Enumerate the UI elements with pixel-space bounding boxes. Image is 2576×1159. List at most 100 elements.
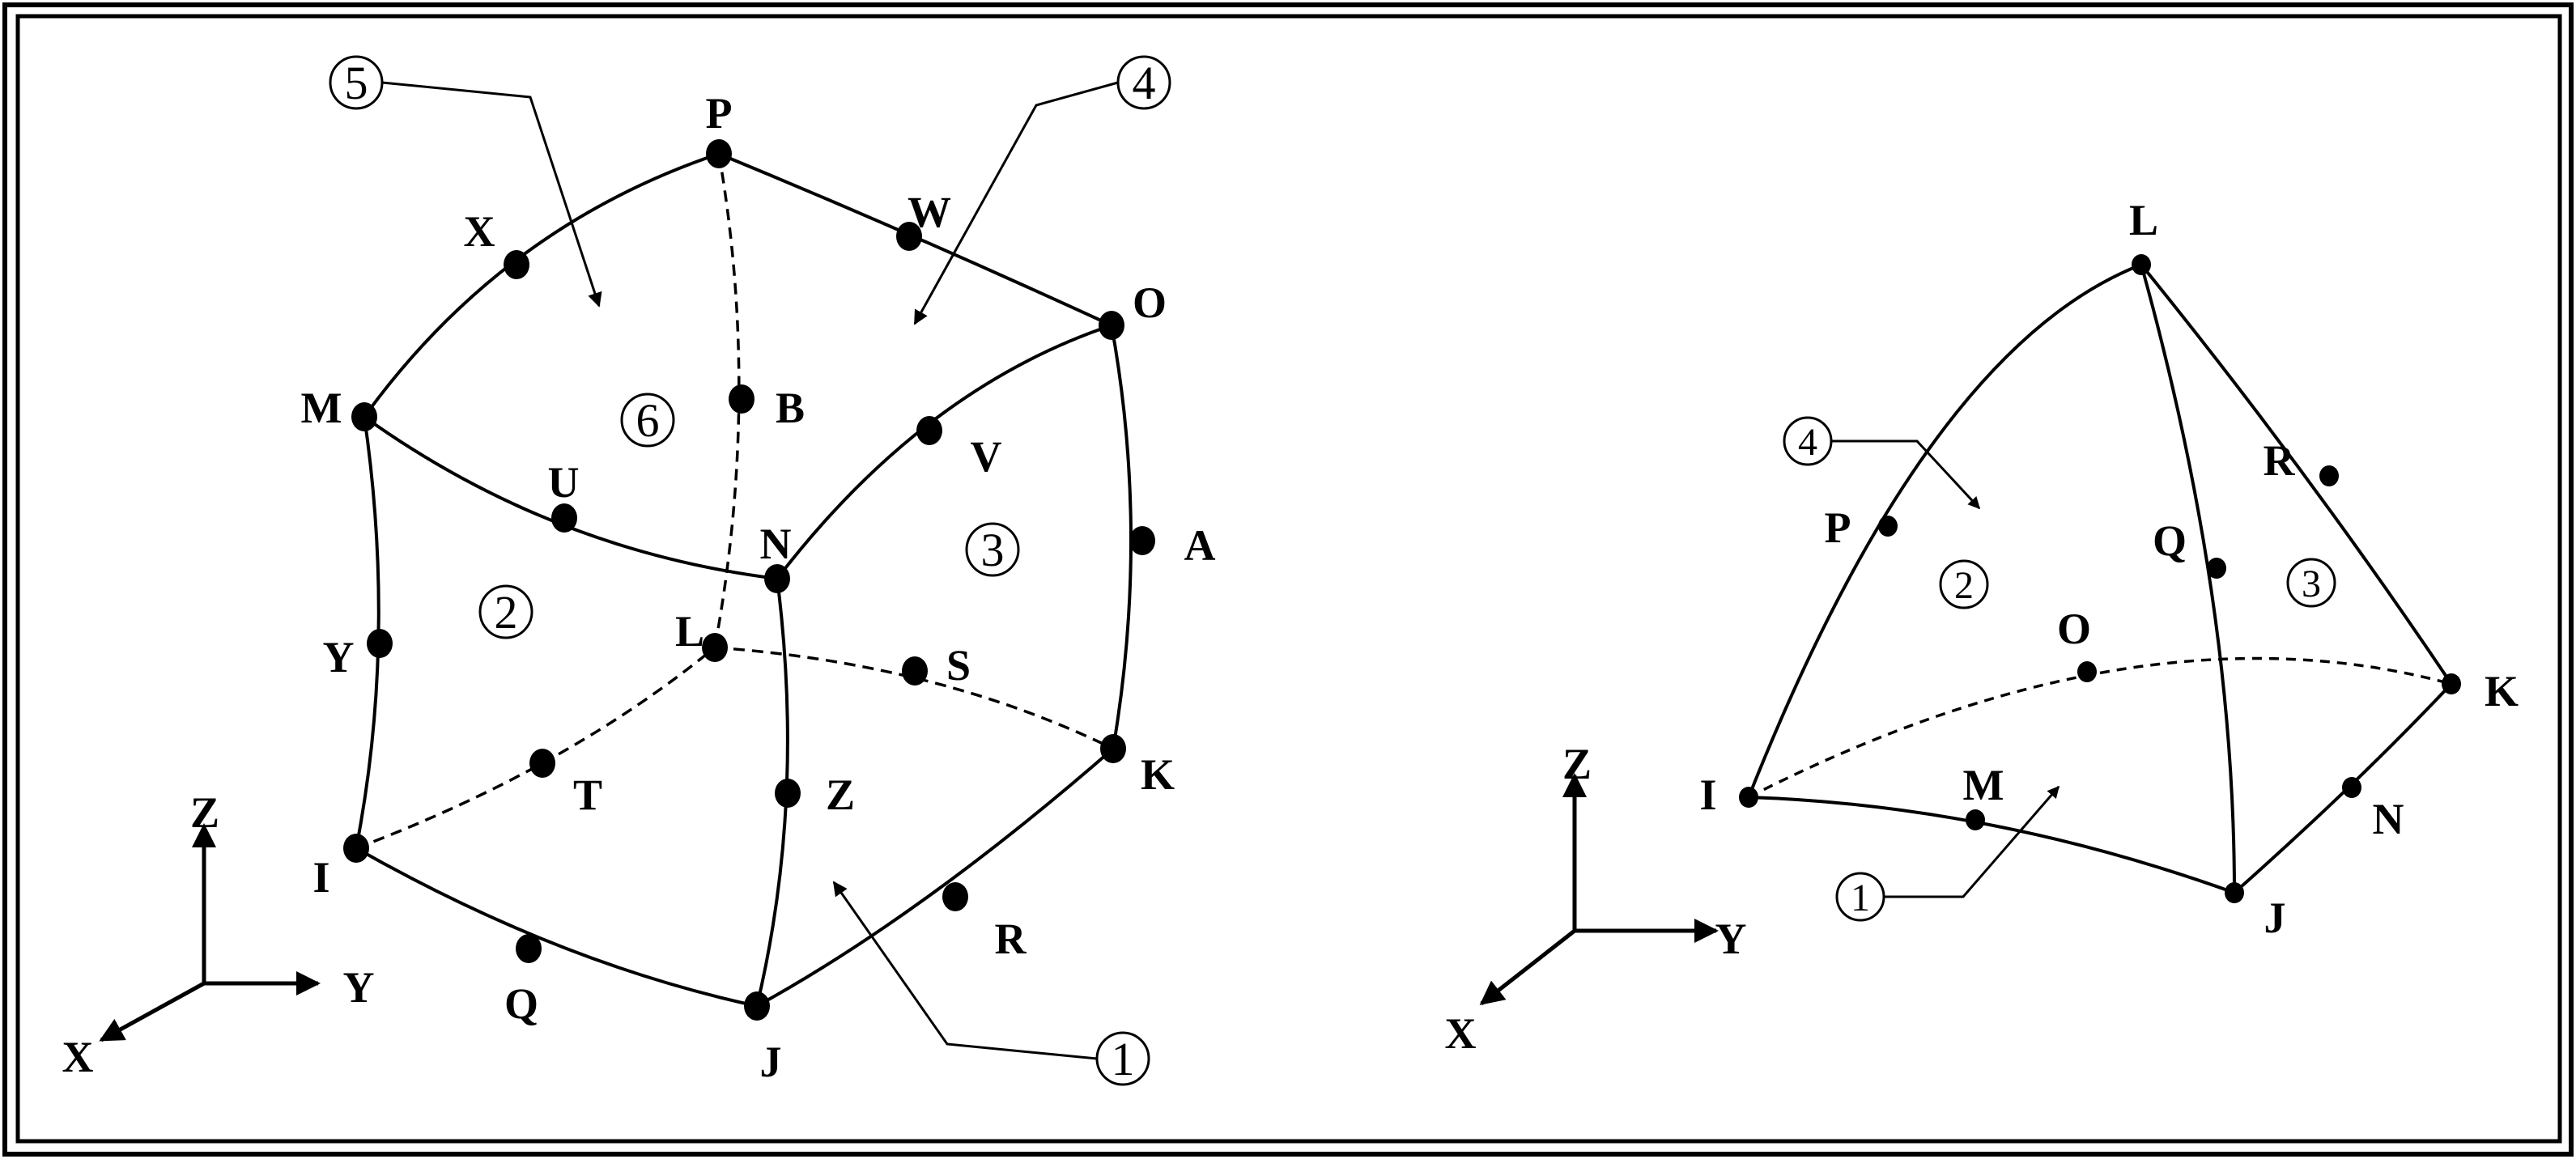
svg-text:1: 1 — [1851, 877, 1870, 919]
tet-label-l: L — [2129, 196, 2158, 244]
tet-node-l — [2132, 254, 2151, 275]
hex-label-z: Z — [826, 771, 855, 819]
svg-text:1: 1 — [1112, 1033, 1135, 1085]
hex-label-l: L — [675, 607, 704, 656]
svg-text:2: 2 — [495, 586, 518, 639]
hex-nodes — [343, 139, 1155, 1021]
hex-node-a — [1129, 526, 1155, 555]
hex-node-o — [1099, 311, 1124, 340]
axis-left-x — [99, 981, 206, 1042]
svg-text:5: 5 — [345, 57, 368, 109]
tet-edge-l-k — [2140, 263, 2453, 686]
tet-node-labels: L R P Q O K I M N J — [1699, 196, 2519, 942]
svg-text:4: 4 — [1798, 421, 1817, 464]
hex-node-u — [551, 503, 577, 533]
hex-leaders — [381, 81, 1119, 1060]
hex-element — [355, 152, 1133, 1008]
tet-edge-i-l — [1747, 263, 2142, 798]
hex-node-y — [367, 629, 393, 658]
hex-node-m — [351, 402, 377, 431]
hex-label-u: U — [548, 458, 580, 507]
tet-face-labels: 4 2 3 1 — [1783, 416, 2336, 922]
axis-right-x-label: X — [1445, 1009, 1477, 1058]
hex-node-x — [504, 250, 529, 279]
hex-face-labels: 5 4 6 2 3 1 — [329, 55, 1171, 1086]
hex-label-x: X — [464, 207, 495, 256]
hex-node-r — [942, 882, 968, 911]
tet-face-2: 2 — [1939, 559, 1989, 609]
hex-label-m: M — [301, 384, 342, 432]
tet-label-i: I — [1699, 771, 1716, 819]
tet-label-q: Q — [2153, 516, 2187, 565]
axis-right-z-label: Z — [1562, 740, 1592, 788]
tet-label-n: N — [2373, 795, 2404, 843]
hex-label-j: J — [760, 1038, 782, 1086]
hex-node-i — [343, 834, 369, 863]
hex-face-2: 2 — [478, 584, 533, 639]
hex-label-s: S — [946, 641, 971, 690]
hex-node-l — [702, 633, 728, 662]
tet-nodes — [1739, 254, 2461, 903]
hex-label-q: Q — [504, 979, 538, 1028]
tet-leader-1 — [1884, 785, 2060, 898]
tet-element — [1747, 263, 2453, 894]
hex-label-v: V — [971, 432, 1002, 481]
axes-left-labels: Z Y X — [62, 788, 375, 1081]
hex-edge-n-o — [776, 324, 1112, 580]
hex-face-3: 3 — [965, 522, 1020, 577]
svg-text:2: 2 — [1954, 564, 1974, 607]
tet-edge-i-j — [1748, 796, 2235, 894]
axis-right-x — [1479, 929, 1576, 1005]
tet-face-3: 3 — [2286, 558, 2336, 608]
svg-text:3: 3 — [981, 524, 1005, 576]
hex-edge-i-j — [355, 847, 758, 1008]
hex-edge-m-p — [363, 152, 720, 418]
hex-label-r: R — [995, 915, 1027, 963]
hex-label-a: A — [1184, 521, 1216, 570]
hex-node-n — [764, 564, 790, 593]
hex-label-k: K — [1141, 750, 1175, 799]
frame-inner — [15, 14, 2562, 1144]
svg-text:4: 4 — [1133, 57, 1156, 109]
hex-label-w: W — [908, 188, 951, 236]
tet-node-m — [1966, 809, 1985, 830]
tet-node-q — [2207, 558, 2226, 579]
hex-label-i: I — [312, 853, 329, 902]
tet-face-1: 1 — [1835, 872, 1885, 922]
tet-face-4: 4 — [1783, 416, 1833, 466]
tet-node-n — [2342, 777, 2361, 798]
hex-label-y: Y — [323, 633, 355, 681]
axis-right-y-label: Y — [1715, 915, 1747, 963]
tet-leaders — [1831, 439, 2060, 898]
hex-node-z — [775, 779, 801, 808]
tet-node-k — [2442, 673, 2461, 694]
hex-node-t — [529, 749, 555, 778]
hex-node-b — [729, 384, 755, 414]
hex-node-k — [1100, 734, 1126, 763]
tet-node-r — [2319, 465, 2339, 486]
hex-leader-1 — [832, 881, 1098, 1060]
hex-face-6: 6 — [620, 393, 675, 448]
tet-leader-4 — [1831, 439, 1981, 510]
svg-text:3: 3 — [2302, 563, 2321, 605]
tet-hidden-edge-i-k — [1748, 656, 2452, 799]
hex-edge-o-k — [1110, 325, 1133, 749]
axes-right-labels: Z Y X — [1445, 740, 1747, 1058]
hex-label-t: T — [573, 771, 602, 819]
hex-node-v — [916, 416, 942, 445]
hex-node-q — [516, 934, 542, 963]
hex-node-p — [706, 139, 732, 168]
axis-left-y-label: Y — [343, 963, 375, 1012]
tet-node-o — [2077, 661, 2097, 682]
hex-label-b: B — [776, 384, 805, 432]
hex-hidden-edge-i-l — [355, 646, 716, 850]
tet-label-p: P — [1825, 503, 1851, 552]
tet-node-p — [1878, 516, 1898, 537]
hex-node-j — [744, 991, 770, 1021]
tet-label-o: O — [2057, 605, 2091, 653]
hex-label-p: P — [706, 89, 733, 138]
hex-face-4: 4 — [1116, 55, 1171, 110]
hex-node-labels: P X W O M B V U N A Y L S T Z K I R Q J — [301, 89, 1216, 1086]
